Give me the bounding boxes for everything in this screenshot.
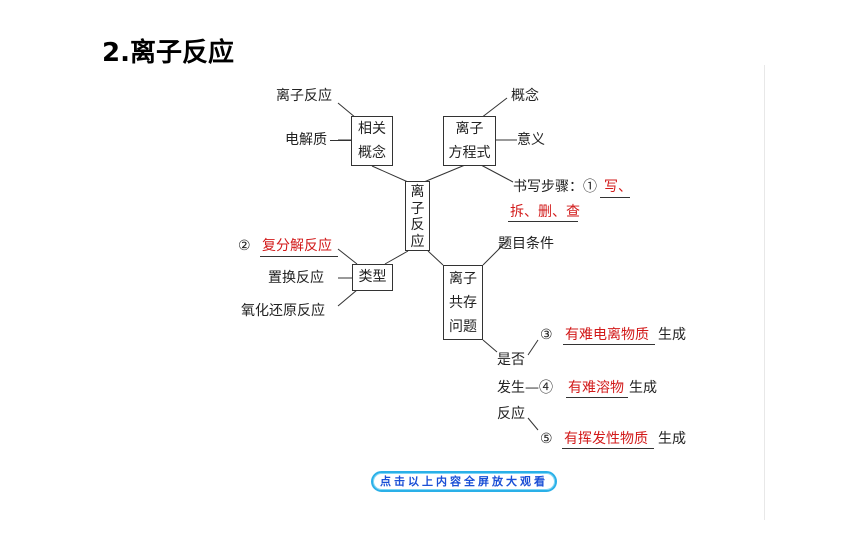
types-answer-underline (260, 256, 338, 257)
center-char-2: 子 (410, 200, 425, 217)
coexist-number-3: ③ (540, 327, 553, 343)
coexist-suffix-3: 生成 (658, 327, 686, 343)
steps-label: 书写步骤：① (513, 179, 597, 195)
steps-underline-1 (600, 197, 630, 198)
concept-item-ionic-reaction: 离子反应 (276, 88, 332, 104)
coexist-box-line2: 共存 (449, 295, 477, 311)
coexist-suffix-4: 生成 (629, 380, 657, 396)
coexist-underline-5 (562, 448, 654, 449)
types-answer: 复分解反应 (262, 238, 332, 254)
concept-item-electrolyte: 电解质 (285, 132, 327, 148)
concept-box: 相关 概念 (351, 116, 393, 166)
center-char-1: 离 (410, 184, 425, 200)
coexist-whether-3: 反应 (497, 406, 525, 422)
page-title: 2.离子反应 (102, 38, 234, 68)
concept-box-line1: 相关 (358, 121, 386, 137)
coexist-box-line1: 离子 (449, 271, 477, 287)
coexist-answer-5: 有挥发性物质 (564, 431, 648, 447)
steps-answer-1: 写、 (604, 179, 632, 195)
equation-box: 离子 方程式 (443, 116, 496, 166)
types-number-2: ② (238, 238, 251, 254)
types-box: 类型 (352, 264, 393, 291)
concept-box-line2: 概念 (358, 145, 386, 161)
coexist-suffix-5: 生成 (658, 431, 686, 447)
coexist-answer-4: 有难溶物 (568, 380, 624, 396)
types-item-displacement: 置换反应 (268, 270, 324, 286)
center-box: 离 子 反 应 (405, 181, 430, 251)
coexist-whether-1: 是否 (497, 352, 525, 368)
coexist-condition: 题目条件 (498, 236, 554, 252)
coexist-box: 离子 共存 问题 (443, 265, 483, 340)
types-item-redox: 氧化还原反应 (241, 303, 325, 319)
steps-answer-2: 拆、删、查 (510, 204, 580, 220)
steps-underline-2 (508, 221, 578, 222)
coexist-underline-4 (566, 397, 628, 398)
fullscreen-button[interactable]: 点击以上内容全屏放大观看 (371, 471, 557, 492)
equation-item-concept: 概念 (511, 88, 539, 104)
equation-box-line2: 方程式 (448, 145, 491, 161)
coexist-number-5: ⑤ (540, 431, 553, 447)
types-box-label: 类型 (358, 269, 387, 285)
equation-box-line1: 离子 (455, 121, 484, 137)
coexist-answer-3: 有难电离物质 (565, 327, 649, 343)
coexist-whether-2: 发生—④ (497, 380, 553, 396)
slide-edge (764, 65, 765, 520)
concept-dash (330, 140, 351, 141)
coexist-box-line3: 问题 (449, 319, 477, 335)
center-char-4-display: 应 (410, 233, 425, 250)
equation-item-meaning: 意义 (517, 132, 545, 148)
coexist-underline-3 (563, 344, 655, 345)
center-char-3: 反 (410, 217, 425, 233)
